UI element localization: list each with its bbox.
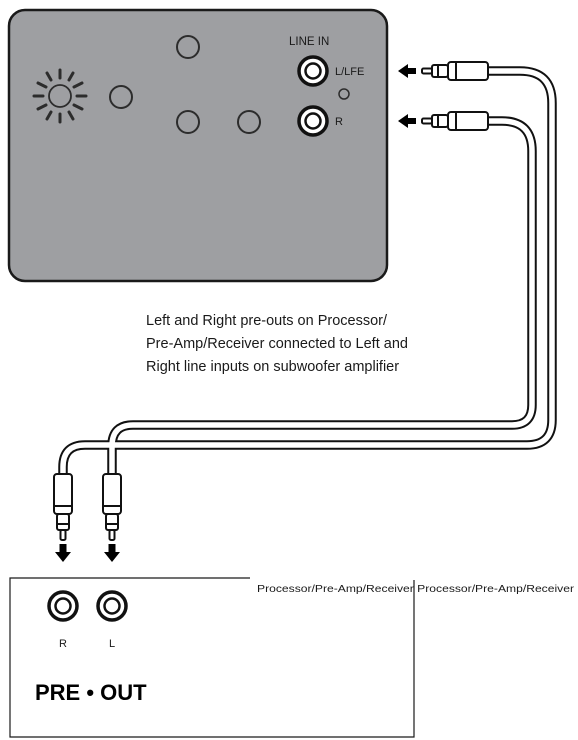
indicator-led	[338, 88, 350, 100]
left-pre-out-jack	[96, 590, 128, 622]
control-knob	[176, 110, 200, 134]
processor-preamp-receiver-panel: Processor/Pre-Amp/Receiver Processor/Pre…	[9, 577, 575, 738]
pre-out-label: PRE • OUT	[35, 680, 147, 705]
sunburst-indicator-icon	[32, 68, 88, 124]
left-lfe-jack-label: L/LFE	[335, 66, 364, 78]
subwoofer-amplifier-panel: LINE IN L/LFE R	[7, 8, 389, 283]
arrow-left-icon	[398, 114, 416, 128]
caption-line-2: Pre-Amp/Receiver connected to Left and	[146, 336, 408, 352]
arrow-left-icon	[398, 64, 416, 78]
arrow-down-icon	[55, 544, 71, 562]
caption-line-3: Right line inputs on subwoofer amplifier	[146, 359, 399, 375]
right-jack-label: R	[335, 116, 343, 128]
connection-caption: Left and Right pre-outs on Processor/ Pr…	[146, 313, 408, 375]
left-lfe-input-jack	[297, 55, 329, 87]
device-label: Processor/Pre-Amp/Receiver Processor/Pre…	[257, 584, 575, 595]
line-in-label: LINE IN	[289, 36, 329, 48]
rca-plug-left-channel	[102, 473, 122, 541]
processor-panel-outline	[9, 577, 415, 738]
rca-cable-inner	[60, 68, 555, 477]
control-knob	[237, 110, 261, 134]
rca-plug-bottom	[421, 111, 489, 131]
right-pre-out-jack	[47, 590, 79, 622]
caption-line-1: Left and Right pre-outs on Processor/	[146, 313, 388, 329]
arrow-down-icon	[104, 544, 120, 562]
rca-plug-top	[421, 61, 489, 81]
panel-body	[7, 8, 389, 283]
rca-plug-right-channel	[53, 473, 73, 541]
control-knob	[176, 35, 200, 59]
control-knob	[109, 85, 133, 109]
right-input-jack	[297, 105, 329, 137]
left-pre-out-label: L	[109, 638, 115, 650]
right-pre-out-label: R	[59, 638, 67, 650]
